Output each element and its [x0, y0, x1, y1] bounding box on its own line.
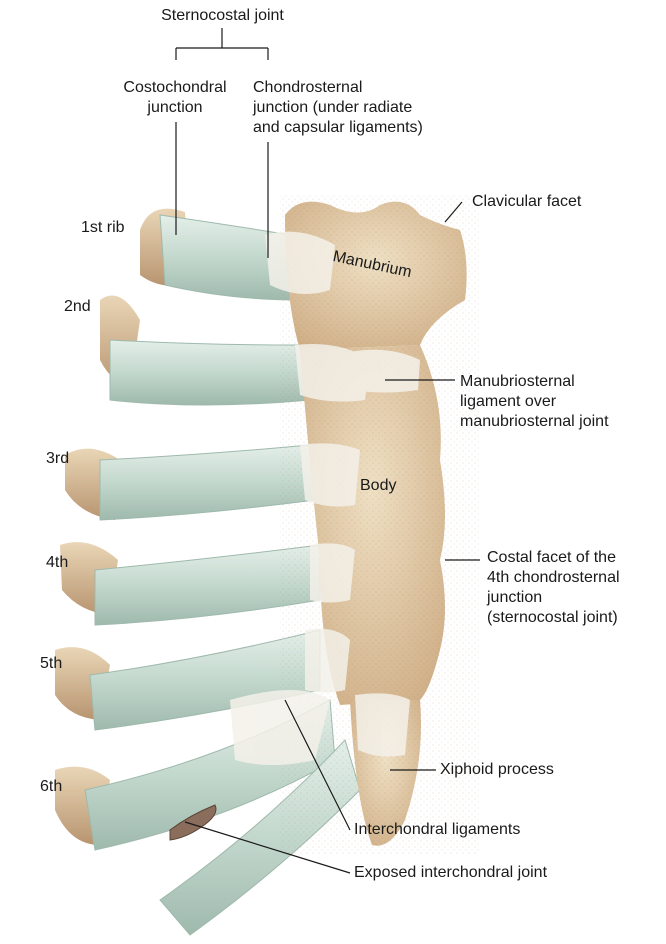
chondrosternal-label: Chondrosternal junction (under radiate a…: [253, 78, 423, 138]
rib-2-label: 2nd: [64, 297, 91, 317]
rib-6-label: 6th: [40, 777, 62, 797]
interchondral-ligaments-label: Interchondral ligaments: [354, 820, 520, 840]
ligament-4: [310, 543, 355, 602]
xiphoid-label: Xiphoid process: [440, 760, 554, 780]
rib-4-label: 4th: [46, 553, 68, 573]
body-label: Body: [360, 476, 396, 496]
ligament-1: [265, 232, 335, 294]
ligament-3: [300, 443, 360, 506]
costal-facet-label: Costal facet of the 4th chondrosternal j…: [487, 548, 620, 628]
rib-5-label: 5th: [40, 654, 62, 674]
chondrosternal-line3: and capsular ligaments): [253, 118, 423, 138]
xiphoid-ligament: [355, 693, 410, 756]
manubriosternal-line3: manubriosternal joint: [460, 412, 609, 432]
costal-facet-line2: 4th chondrosternal: [487, 568, 620, 588]
chondrosternal-line2: junction (under radiate: [253, 98, 423, 118]
sternocostal-bracket: [176, 28, 268, 60]
chondrosternal-line1: Chondrosternal: [253, 78, 423, 98]
manubriosternal-ligament: [350, 350, 420, 393]
manubriosternal-line2: ligament over: [460, 392, 609, 412]
costochondral-line1: Costochondral: [80, 78, 270, 98]
rib-1-label: 1st rib: [81, 218, 125, 238]
ligament-5: [305, 629, 350, 693]
costochondral-label: Costochondral junction: [80, 78, 270, 118]
sternocostal-joint-label: Sternocostal joint: [140, 6, 305, 26]
manubriosternal-line1: Manubriosternal: [460, 372, 609, 392]
costochondral-line2: junction: [80, 98, 270, 118]
costal-facet-line3: junction: [487, 588, 620, 608]
costal-facet-line1: Costal facet of the: [487, 548, 620, 568]
costal-facet-line4: (sternocostal joint): [487, 608, 620, 628]
clavicular-facet-label: Clavicular facet: [472, 192, 581, 212]
rib-3-label: 3rd: [46, 449, 69, 469]
interchondral-fibers: [230, 690, 330, 765]
manubriosternal-label: Manubriosternal ligament over manubriost…: [460, 372, 609, 432]
exposed-interchondral-label: Exposed interchondral joint: [354, 863, 547, 883]
